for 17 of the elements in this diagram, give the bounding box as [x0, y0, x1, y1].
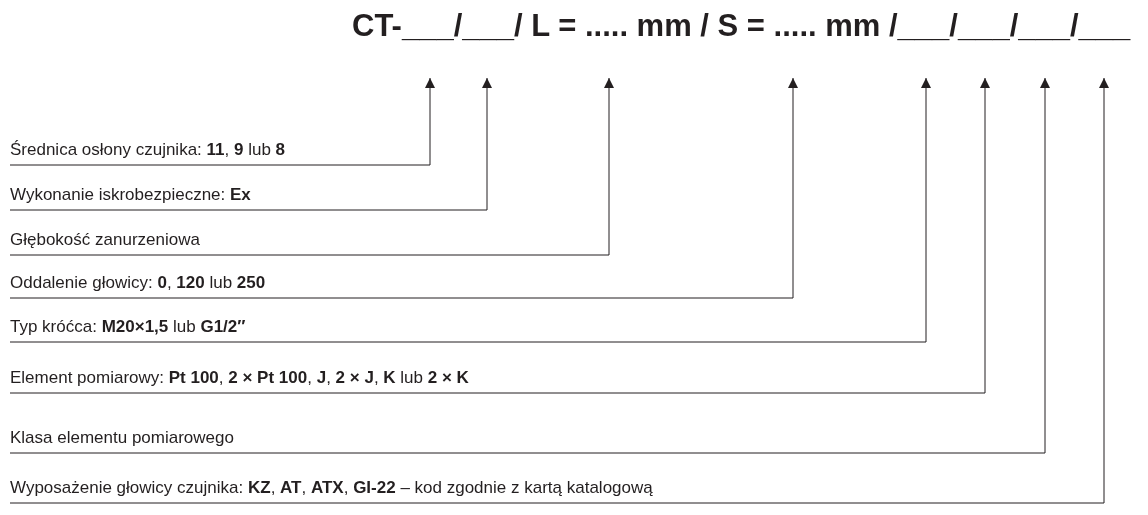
- option-description: Typ króćca: M20×1,5 lub G1/2″: [10, 317, 246, 337]
- option-description: Wyposażenie głowicy czujnika: KZ, AT, ATX, GI-22 – kod zgodnie z kartą katalogową: [10, 478, 653, 498]
- leader-line: [9, 77, 1109, 504]
- option-description: Oddalenie głowicy: 0, 120 lub 250: [10, 273, 266, 293]
- order-code: CT-___/___/ L = ..... mm / S = ..... mm /___/___/___/___: [352, 8, 1131, 44]
- leader-line: [9, 77, 435, 166]
- leader-line: [9, 77, 931, 343]
- leader-line: [9, 77, 990, 394]
- option-description: Wykonanie iskrobezpieczne: Ex: [10, 185, 251, 205]
- option-description: Głębokość zanurzeniowa: [10, 230, 200, 250]
- leader-line: [9, 77, 492, 211]
- option-description: Klasa elementu pomiarowego: [10, 428, 234, 448]
- leader-line: [9, 77, 798, 299]
- option-description: Element pomiarowy: Pt 100, 2 × Pt 100, J, 2 × J, K lub 2 × K: [10, 368, 469, 388]
- leader-line: [9, 77, 614, 256]
- leader-line: [9, 77, 1050, 454]
- option-description: Średnica osłony czujnika: 11, 9 lub 8: [10, 140, 286, 160]
